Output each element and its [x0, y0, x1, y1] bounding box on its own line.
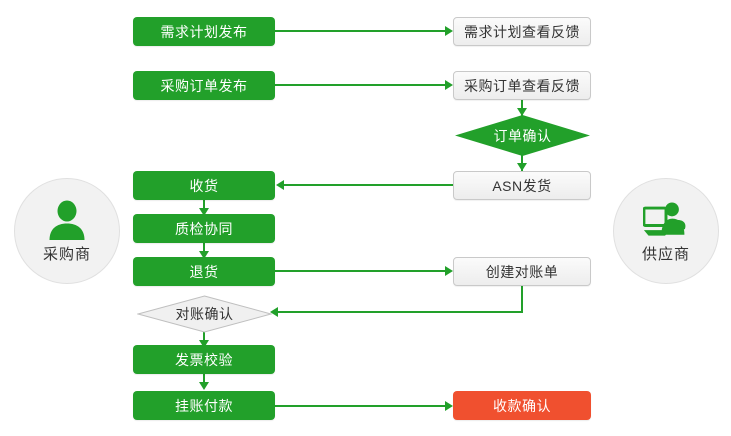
node-return-goods[interactable]: 退货	[133, 257, 275, 286]
node-reconciliation-confirm[interactable]: 对账确认	[137, 295, 272, 333]
edge-n10-n11-hline	[278, 311, 523, 313]
node-label: 需求计划发布	[160, 23, 248, 40]
actor-buyer[interactable]: 采购商	[14, 178, 120, 284]
node-create-reconciliation[interactable]: 创建对账单	[453, 257, 591, 286]
node-label: 质检协同	[175, 220, 233, 237]
edge-n6-n7-arrow	[276, 180, 284, 190]
edge-n3-n4-line	[275, 84, 447, 86]
node-invoice-verify[interactable]: 发票校验	[133, 345, 275, 374]
node-label: 收款确认	[493, 397, 551, 414]
node-payment-receipt-confirm[interactable]: 收款确认	[453, 391, 591, 420]
edge-n5-n6-arrow	[517, 163, 527, 171]
edge-n7-n8-line	[203, 200, 205, 214]
node-label: 采购订单查看反馈	[464, 77, 580, 94]
edge-n8-n9-line	[203, 243, 205, 257]
node-label: 对账确认	[175, 306, 234, 322]
node-label: 退货	[189, 263, 219, 280]
edge-n11-n12-arrow	[199, 340, 209, 348]
actor-label: 采购商	[42, 246, 91, 263]
edge-n3-n4-arrow	[445, 80, 453, 90]
node-purchase-order-view-feedback[interactable]: 采购订单查看反馈	[453, 71, 591, 100]
diamond-shape-grey	[137, 295, 272, 333]
actor-label: 供应商	[641, 246, 690, 263]
node-quality-inspection-collab[interactable]: 质检协同	[133, 214, 275, 243]
node-label: 需求计划查看反馈	[464, 23, 580, 40]
edge-n13-n14-arrow	[445, 401, 453, 411]
edge-n1-n2-line	[275, 30, 447, 32]
edge-n9-n10-line	[275, 270, 447, 272]
edge-n10-n11-vline	[521, 286, 523, 312]
node-order-confirm[interactable]: 订单确认	[455, 115, 590, 156]
edge-n7-n8-arrow	[199, 208, 209, 216]
node-label: 收货	[189, 177, 219, 194]
edge-n12-n13-arrow	[199, 382, 209, 390]
person-icon-svg	[49, 200, 85, 240]
edge-n6-n7-line	[284, 184, 454, 186]
edge-n11-n12-line	[203, 332, 205, 344]
edge-n12-n13-line	[203, 374, 205, 388]
actor-supplier[interactable]: 供应商	[613, 178, 719, 284]
edge-n9-n10-arrow	[445, 266, 453, 276]
edge-n8-n9-arrow	[199, 251, 209, 259]
person-computer-icon-svg	[643, 202, 686, 236]
node-accounts-payable-payment[interactable]: 挂账付款	[133, 391, 275, 420]
node-demand-plan-view-feedback[interactable]: 需求计划查看反馈	[453, 17, 591, 46]
diamond-shape-green	[455, 115, 590, 156]
node-label: 创建对账单	[485, 263, 559, 280]
node-label: 挂账付款	[175, 397, 233, 414]
person-computer-icon	[643, 198, 689, 240]
edge-n4-n5-arrow	[517, 108, 527, 116]
edge-n10-n11-arrow	[270, 307, 278, 317]
edge-n13-n14-line	[275, 405, 447, 407]
node-label: 发票校验	[175, 351, 233, 368]
node-label: 采购订单发布	[160, 77, 248, 94]
edge-n1-n2-arrow	[445, 26, 453, 36]
node-receive-goods[interactable]: 收货	[133, 171, 275, 200]
node-asn-shipment[interactable]: ASN发货	[453, 171, 591, 200]
node-demand-plan-publish[interactable]: 需求计划发布	[133, 17, 275, 46]
node-label: ASN发货	[492, 177, 552, 194]
node-purchase-order-publish[interactable]: 采购订单发布	[133, 71, 275, 100]
person-icon	[44, 198, 90, 240]
node-label: 订单确认	[493, 127, 552, 144]
